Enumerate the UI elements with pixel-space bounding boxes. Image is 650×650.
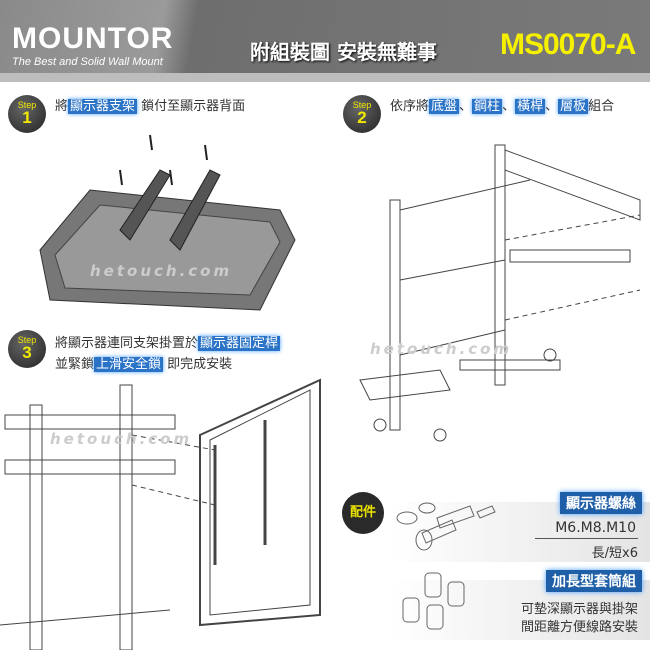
step-1-text: 將顯示器支架 鎖付至顯示器背面 bbox=[55, 99, 246, 114]
mount-monitor-illustration bbox=[0, 378, 321, 650]
spacer-desc-line2: 間距離方便線路安裝 bbox=[520, 620, 638, 635]
step-3-text-line2: 並緊鎖上滑安全鎖 即完成安裝 bbox=[55, 357, 233, 372]
spacer-desc-line1: 可墊深顯示器與掛架 bbox=[520, 602, 638, 617]
monitor-bracket-illustration bbox=[39, 134, 296, 311]
header bbox=[0, 0, 650, 80]
step-3-text-line1: 將顯示器連同支架掛置於顯示器固定桿 bbox=[55, 336, 281, 351]
accessories-tag: 配件 bbox=[342, 492, 384, 534]
watermark: hetouch.com bbox=[90, 262, 233, 280]
brand-tagline: The Best and Solid Wall Mount bbox=[12, 56, 163, 68]
screws-title: 顯示器螺絲 bbox=[560, 492, 642, 514]
spacers-icon bbox=[402, 572, 465, 630]
header-divider bbox=[0, 73, 650, 82]
model-number: MS0070-A bbox=[500, 28, 636, 61]
page-title: 附組裝圖 安裝無難事 bbox=[250, 40, 437, 64]
screws-spec: M6.M8.M10 bbox=[535, 520, 638, 539]
watermark: hetouch.com bbox=[50, 430, 193, 448]
frame-assembly-illustration bbox=[359, 144, 641, 442]
spacer-title: 加長型套筒組 bbox=[546, 570, 642, 592]
watermark: hetouch.com bbox=[370, 340, 513, 358]
screws-quantity: 長/短x6 bbox=[591, 546, 638, 561]
screws-icon bbox=[396, 502, 496, 551]
step-2-text: 依序將底盤、鋼柱、橫桿、層板組合 bbox=[390, 99, 615, 114]
accessories-panel: 配件 顯示器螺絲 M6.M8.M10 長/短x6 加長型套筒組 可墊深顯示器與掛… bbox=[330, 480, 650, 650]
brand-logo: MOUNTOR bbox=[12, 22, 174, 55]
